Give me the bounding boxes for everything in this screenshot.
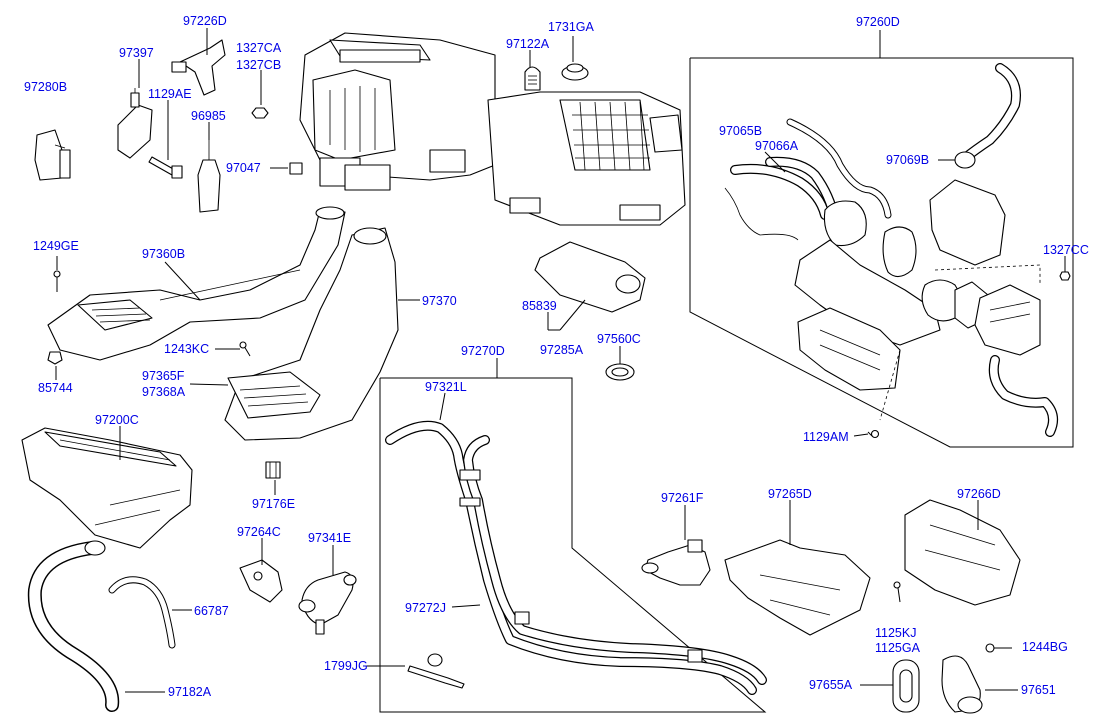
part-1799JG-tie <box>407 653 465 689</box>
part-97264C-bracket <box>239 559 283 603</box>
callout-85744[interactable]: 85744 <box>38 381 73 395</box>
part-1244BG-bolt <box>985 643 1012 653</box>
callout-97368A[interactable]: 97368A <box>142 385 186 399</box>
callout-97397[interactable]: 97397 <box>119 46 154 60</box>
callout-97261F[interactable]: 97261F <box>661 491 704 505</box>
callout-1327CC[interactable]: 1327CC <box>1043 243 1089 257</box>
callout-97122A[interactable]: 97122A <box>506 37 550 51</box>
part-97182A-hose <box>27 540 120 712</box>
callout-97272J[interactable]: 97272J <box>405 601 446 615</box>
callout-1125GA[interactable]: 1125GA <box>875 641 921 655</box>
part-97651-duct <box>941 655 983 714</box>
callout-97264C[interactable]: 97264C <box>237 525 281 539</box>
part-97266D-cover <box>904 499 1021 606</box>
part-97655A-seal <box>892 659 920 713</box>
callout-97360B[interactable]: 97360B <box>142 247 185 261</box>
part-1327CA-nut <box>251 107 269 119</box>
vent-grid <box>572 101 650 171</box>
group-frame-97270D <box>379 358 767 713</box>
callout-97265D[interactable]: 97265D <box>768 487 812 501</box>
callout-1327CB[interactable]: 1327CB <box>236 58 281 72</box>
leader-lines <box>55 28 1066 693</box>
callout-97321L[interactable]: 97321L <box>425 380 467 394</box>
part-97047-clip <box>289 162 303 175</box>
heater-unit-housing <box>299 32 686 226</box>
callout-97200C[interactable]: 97200C <box>95 413 139 427</box>
callout-97069B[interactable]: 97069B <box>886 153 929 167</box>
callout-97260D[interactable]: 97260D <box>856 15 900 29</box>
part-97397-sensor-bracket <box>117 88 153 159</box>
callout-97266D[interactable]: 97266D <box>957 487 1001 501</box>
callout-97065B[interactable]: 97065B <box>719 124 762 138</box>
part-97176E-clip <box>265 461 281 479</box>
callout-97182A[interactable]: 97182A <box>168 685 212 699</box>
callout-97655A[interactable]: 97655A <box>809 678 853 692</box>
callout-97365F[interactable]: 97365F <box>142 369 185 383</box>
part-1731GA-grommet <box>561 63 589 81</box>
part-97265D-bracket <box>724 539 871 636</box>
part-97280B-connector <box>34 129 71 181</box>
callout-97651[interactable]: 97651 <box>1021 683 1056 697</box>
callout-96985[interactable]: 96985 <box>191 109 226 123</box>
callout-1244BG[interactable]: 1244BG <box>1022 640 1068 654</box>
callout-97280B[interactable]: 97280B <box>24 80 67 94</box>
part-97560C-seal <box>605 363 635 381</box>
callout-97176E[interactable]: 97176E <box>252 497 295 511</box>
callout-1249GE[interactable]: 1249GE <box>33 239 79 253</box>
callout-1129AM[interactable]: 1129AM <box>803 430 849 444</box>
callout-1327CA[interactable]: 1327CA <box>236 41 282 55</box>
callout-1799JG[interactable]: 1799JG <box>324 659 368 673</box>
callout-97285A[interactable]: 97285A <box>540 343 584 357</box>
callout-1129AE[interactable]: 1129AE <box>148 87 192 101</box>
callout-97270D[interactable]: 97270D <box>461 344 505 358</box>
part-1129AM-bolt <box>867 429 880 439</box>
callout-97560C[interactable]: 97560C <box>597 332 641 346</box>
part-97370-front-duct <box>224 227 399 441</box>
callout-66787[interactable]: 66787 <box>194 604 229 618</box>
callout-97066A[interactable]: 97066A <box>755 139 799 153</box>
callout-97047[interactable]: 97047 <box>226 161 261 175</box>
part-85744-clip <box>47 351 63 365</box>
part-1129AE-bolt <box>148 156 183 179</box>
callout-97341E[interactable]: 97341E <box>308 531 351 545</box>
callout-labels: 97226D 97397 1327CA 1327CB 97122A 1731GA… <box>24 14 1089 699</box>
part-97200C-floor-duct <box>21 427 193 549</box>
part-97321L-97272J-pipes <box>385 420 767 695</box>
part-96985-sensor <box>197 140 221 213</box>
part-1125KJ-bolt <box>893 581 901 603</box>
callout-85839[interactable]: 85839 <box>522 299 557 313</box>
part-97260D-assembly <box>724 63 1071 437</box>
callout-97370[interactable]: 97370 <box>422 294 457 308</box>
group-frame-97260D <box>689 30 1074 448</box>
callout-1731GA[interactable]: 1731GA <box>548 20 595 34</box>
callout-1243KC[interactable]: 1243KC <box>164 342 209 356</box>
part-97122A-connector <box>524 66 541 91</box>
part-97360B-rear-duct <box>47 206 346 361</box>
part-1249GE-screw <box>53 270 61 292</box>
part-97341E-housing <box>298 571 357 635</box>
part-97226D-bracket <box>171 39 226 96</box>
part-97285A-cover <box>534 241 646 313</box>
callout-1125KJ[interactable]: 1125KJ <box>875 626 916 640</box>
part-1243KC-screw <box>239 341 251 357</box>
callout-97226D[interactable]: 97226D <box>183 14 227 28</box>
part-97261F-valve <box>641 539 711 586</box>
part-66787-hose <box>108 576 176 649</box>
